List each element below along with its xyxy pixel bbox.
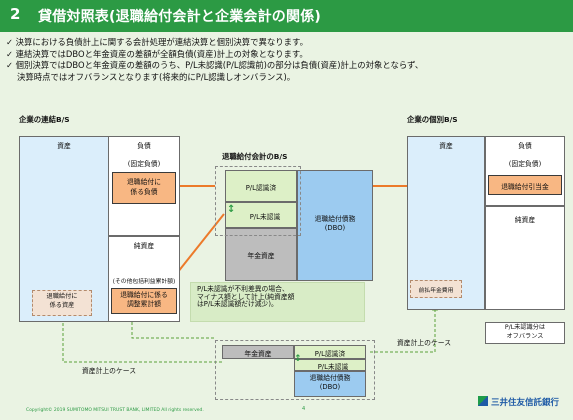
bank-logo-text: 三井住友信託銀行 <box>490 398 559 408</box>
plan-assets-box <box>225 228 297 281</box>
allowance-label: 退職給付引当金 <box>501 183 549 191</box>
bottom-plan-assets-label: 年金資産 <box>244 350 272 358</box>
consolidated-bs-title: 企業の連結B/S <box>19 115 70 124</box>
dbo-label: 退職給付債務 (DBO) <box>314 215 356 232</box>
bullet-item: ✓ 決算における負債計上に関する会計処理が連結決算と個別決算で異なります。 <box>6 37 308 47</box>
individual-liabilities-label: 負債 <box>518 142 532 150</box>
asset-case-label-right: 資産計上のケース <box>397 339 452 347</box>
dbo-box <box>297 170 373 281</box>
plan-assets-label: 年金資産 <box>247 252 275 260</box>
individual-fixed-liab: (固定負債) <box>508 160 542 168</box>
slide-number: 2 <box>10 5 21 23</box>
asset-case-label-left: 資産計上のケース <box>82 367 137 375</box>
oci-label: (その他包括利益累計額) <box>112 279 176 285</box>
up-down-arrow-icon: ↕ <box>294 354 302 364</box>
pl-recognized-label: P/L認識済 <box>245 184 277 192</box>
bottom-dashed-outline <box>215 340 375 400</box>
consolidated-net-assets-label: 純資産 <box>133 242 155 250</box>
bullet-list: ✓ 決算における負債計上に関する会計処理が連結決算と個別決算で異なります。 ✓ … <box>6 37 572 83</box>
adj-total-box <box>111 288 177 314</box>
retire-asset-box <box>32 290 92 316</box>
slide-title: 貸借対照表(退職給付会計と企業会計の関係) <box>38 9 321 25</box>
pl-unrecognized-label: P/L未認識 <box>249 213 281 221</box>
center-bs-title: 退職給付会計のB/S <box>222 152 288 161</box>
bottom-pl-recognized-box <box>294 345 366 359</box>
bullet-item: 決算時点ではオフバランスとなります(将来的にP/L認識しオンバランス)。 <box>17 71 296 82</box>
bank-logo: 三井住友信託銀行 <box>477 396 559 408</box>
bullet-item: ✓ 連結決算ではDBOと年金資産の差額が全額負債(資産)計上の対象となります。 <box>6 48 308 59</box>
unrecognized-note: P/L未認識が不利差異の場合、 マイナス額として計上(純資産額 はP/L未認識額… <box>190 282 365 322</box>
bottom-pl-recognized-label: P/L認識済 <box>314 350 346 358</box>
up-down-arrow-icon: ↕ <box>227 204 236 215</box>
bottom-pl-unrecognized-label: P/L未認識 <box>317 363 349 371</box>
consolidated-fixed-liab: (固定負債) <box>127 160 161 168</box>
bullet-item: ✓ 個別決算ではDBOと年金資産の差額のうち、P/L未認識(P/L認識前)の部分… <box>6 60 424 71</box>
bank-logo-icon <box>477 396 488 406</box>
bottom-pl-unrecognized-box <box>294 359 366 371</box>
allowance-box <box>488 175 562 195</box>
pl-recognized-box <box>225 170 297 202</box>
individual-bs-title: 企業の個別B/S <box>407 115 458 124</box>
copyright: Copyright© 2019 SUMITOMO MITSUI TRUST BA… <box>26 408 204 413</box>
off-balance-label: P/L未認識分は オフバランス <box>504 324 546 340</box>
adj-total-label: 退職給付に係る 調整累計額 <box>120 291 168 308</box>
prepaid-box <box>410 280 462 298</box>
individual-net-assets-box <box>485 206 565 310</box>
center-dashed-outline <box>215 166 301 236</box>
retire-liab-box <box>112 172 176 204</box>
pl-unrecognized-box <box>225 202 297 228</box>
bottom-dbo-box <box>294 371 366 397</box>
off-balance-box <box>485 322 565 344</box>
individual-assets-label: 資産 <box>439 142 453 150</box>
consolidated-assets-label: 資産 <box>57 142 71 150</box>
retire-liab-label: 退職給付に 係る負債 <box>127 178 161 196</box>
consolidated-liabilities-label: 負債 <box>137 142 151 150</box>
page-number: 4 <box>302 406 306 412</box>
bottom-plan-assets-box <box>222 345 294 359</box>
title-bar: 2 貸借対照表(退職給付会計と企業会計の関係) <box>0 0 573 32</box>
individual-net-assets-label: 純資産 <box>514 216 536 224</box>
retire-asset-label: 退職給付に 係る資産 <box>46 293 78 309</box>
bottom-dbo-label: 退職給付債務 (DBO) <box>309 374 351 391</box>
prepaid-label: 前払年金費用 <box>418 288 454 294</box>
